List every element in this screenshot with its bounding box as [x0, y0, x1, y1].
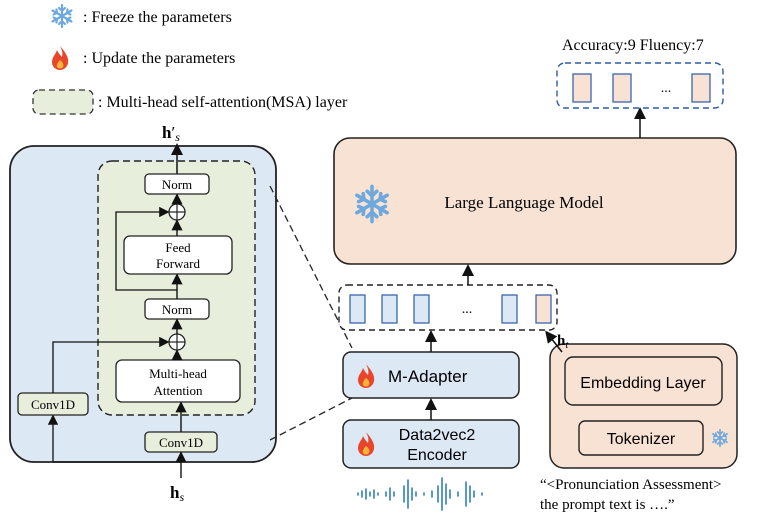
legend-freeze-text: : Freeze the parameters — [83, 9, 232, 26]
feed-forward-line2: Forward — [156, 256, 201, 271]
llm-box — [333, 137, 737, 265]
encoder-line1: Data2vec2 — [399, 427, 476, 444]
legend-update-text: : Update the parameters — [83, 50, 235, 67]
mha-line2: Attention — [153, 383, 203, 398]
output-token — [612, 73, 632, 103]
prompt-line2: the prompt text is ….” — [540, 497, 675, 513]
output-label-hs-prime: h′s — [162, 123, 180, 144]
input-token — [501, 294, 518, 324]
tokenizer-box — [578, 420, 704, 456]
llm-block: Large Language Model Accuracy:9 Fluency:… — [333, 37, 737, 331]
ht-label: ht — [557, 333, 569, 351]
llm-title: Large Language Model — [444, 193, 604, 212]
feed-forward-line1: Feed — [165, 240, 191, 255]
waveform-icon — [357, 477, 483, 511]
tokenizer-label: Tokenizer — [607, 431, 676, 448]
input-token — [413, 294, 430, 324]
text-branch: Embedding Layer Tokenizer ht “<Pronuncia… — [540, 330, 738, 513]
conv1d-left-label: Conv1D — [31, 397, 75, 412]
input-token-row — [338, 284, 558, 331]
legend-msa-text: : Multi-head self-attention(MSA) layer — [98, 94, 348, 111]
embedding-layer-label: Embedding Layer — [580, 375, 706, 392]
input-ellipsis: ... — [462, 302, 473, 317]
flame-icon — [52, 46, 69, 70]
input-token — [381, 294, 398, 324]
zoom-line-top — [269, 185, 353, 349]
output-token — [691, 73, 711, 103]
zoom-line-bottom — [269, 397, 353, 441]
m-adapter-label: M-Adapter — [388, 367, 468, 386]
msa-legend-swatch — [32, 89, 94, 115]
embedding-layer-box — [564, 356, 723, 406]
output-ellipsis: ... — [661, 81, 672, 96]
prompt-line1: “<Pronunciation Assessment> — [540, 477, 722, 493]
norm-mid-label: Norm — [162, 302, 192, 317]
llm-output-text: Accuracy:9 Fluency:7 — [562, 37, 704, 54]
snowflake-icon — [51, 3, 73, 29]
output-token — [572, 73, 592, 103]
input-token — [349, 294, 366, 324]
mha-line1: Multi-head — [149, 366, 207, 381]
legend: : Freeze the parameters : Update the par… — [32, 3, 348, 115]
input-token-text — [535, 294, 552, 324]
input-label-hs: hs — [170, 483, 184, 504]
output-token-row — [556, 62, 724, 109]
encoder-line2: Encoder — [407, 447, 467, 464]
encoder-block: h′s Norm Feed Forward Norm Multi-head At… — [9, 123, 277, 504]
norm-top-label: Norm — [162, 177, 192, 192]
conv1d-bottom-label: Conv1D — [159, 435, 203, 450]
speech-branch: M-Adapter Data2vec2 Encoder — [342, 330, 520, 511]
